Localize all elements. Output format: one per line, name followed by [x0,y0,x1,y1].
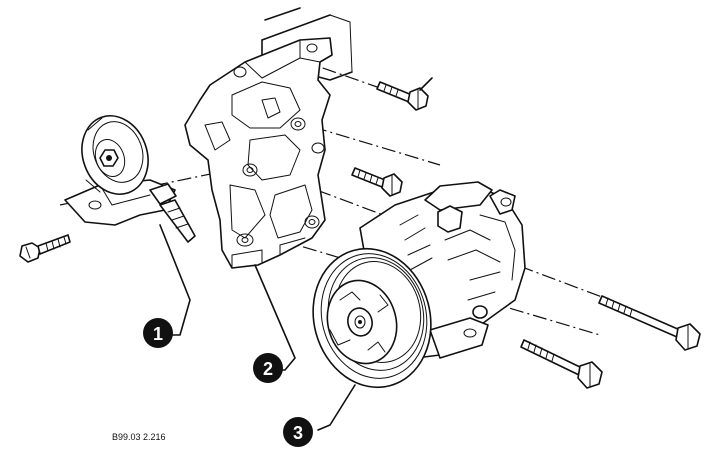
compressor-lower-bolt [520,339,603,389]
callout-3-label: 3 [293,423,303,443]
callout-2-label: 2 [263,359,273,379]
upper-bracket-bolt [376,77,433,111]
compressor-long-bolt [598,295,701,351]
callout-1-label: 1 [153,324,163,344]
callout-1: 1 [143,318,173,348]
figure-reference-code: B99.03 2.216 [112,432,166,442]
idler-mounting-bolt [19,234,71,263]
ac-compressor [312,181,526,389]
idler-pulley-assembly [64,115,196,243]
callout-3: 3 [283,417,313,447]
callout-2: 2 [253,353,283,383]
mounting-bracket [184,37,333,269]
compressor-upper-bolt [351,167,403,197]
